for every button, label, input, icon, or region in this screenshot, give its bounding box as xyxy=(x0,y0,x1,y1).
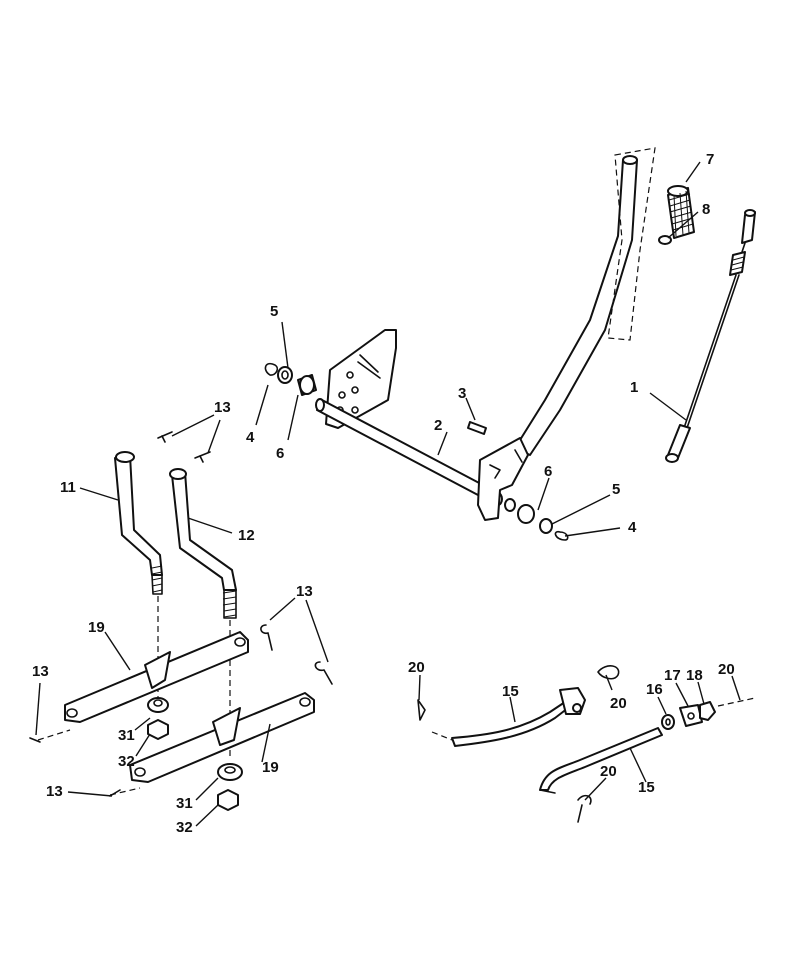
callout-31b: 31 xyxy=(176,795,193,812)
callout-20b: 20 xyxy=(610,695,627,712)
lift-arm-lower xyxy=(129,692,315,783)
callout-20c: 20 xyxy=(600,763,617,780)
clip-20-upper xyxy=(597,665,620,680)
cotter-20-left xyxy=(417,699,426,721)
callout-3: 3 xyxy=(458,385,466,402)
callout-5a: 5 xyxy=(270,303,278,320)
callout-32a: 32 xyxy=(118,753,135,770)
hairpin-clip-right xyxy=(554,530,569,541)
lift-arm-upper xyxy=(64,631,249,723)
lift-link-11 xyxy=(114,451,163,595)
washer-left xyxy=(277,366,293,384)
release-cable xyxy=(665,209,756,463)
callout-18: 18 xyxy=(686,667,703,684)
callout-11: 11 xyxy=(60,479,76,496)
rod-end-dash xyxy=(717,697,756,707)
callout-6a: 6 xyxy=(276,445,284,462)
callout-5b: 5 xyxy=(612,481,620,498)
clip-20-lower xyxy=(577,794,592,823)
callout-20d: 20 xyxy=(718,661,735,678)
callout-19b: 19 xyxy=(262,759,279,776)
trunnion-17 xyxy=(679,704,703,727)
callout-4b: 4 xyxy=(628,519,637,536)
hairpin-clips-arms xyxy=(260,624,333,685)
hairpin-clip-left xyxy=(264,362,278,376)
cotter-pins-upper xyxy=(157,431,211,463)
lift-shaft xyxy=(315,398,503,506)
nut-18 xyxy=(699,701,716,721)
bushing-left xyxy=(297,374,317,396)
callout-6b: 6 xyxy=(544,463,552,480)
callout-19a: 19 xyxy=(88,619,105,636)
callout-13c: 13 xyxy=(32,663,49,680)
callout-13b: 13 xyxy=(296,583,313,600)
handle-grip-outline xyxy=(607,147,656,341)
callout-labels: 1 2 3 4 4 5 5 6 6 7 8 11 12 13 13 13 13 … xyxy=(32,151,735,836)
callout-1: 1 xyxy=(630,379,638,396)
nut-lower xyxy=(217,789,239,811)
nut-upper xyxy=(147,719,169,740)
callout-7: 7 xyxy=(706,151,714,168)
callout-32b: 32 xyxy=(176,819,193,836)
callout-17: 17 xyxy=(664,667,681,684)
callout-8: 8 xyxy=(702,201,710,218)
lift-link-12 xyxy=(169,468,237,619)
collar-upper xyxy=(147,697,169,713)
callout-15b: 15 xyxy=(638,779,655,796)
washer-16 xyxy=(661,714,675,730)
callout-31a: 31 xyxy=(118,727,135,744)
callout-20a: 20 xyxy=(408,659,425,676)
cotter-pin-bottom xyxy=(109,789,121,797)
leader-lines xyxy=(35,161,741,827)
callout-12: 12 xyxy=(238,527,255,544)
callout-13d: 13 xyxy=(46,783,63,800)
collar-lower xyxy=(217,763,243,781)
spring xyxy=(667,185,695,239)
roll-pin xyxy=(467,421,487,435)
rod-upper xyxy=(431,687,586,747)
rod-lower xyxy=(539,727,663,794)
callout-4a: 4 xyxy=(246,429,255,446)
washer-right xyxy=(539,518,553,534)
callout-15a: 15 xyxy=(502,683,519,700)
bushing-right xyxy=(504,498,535,524)
callout-13a: 13 xyxy=(214,399,231,416)
callout-2: 2 xyxy=(434,417,442,434)
lift-handle xyxy=(477,155,638,521)
callout-16: 16 xyxy=(646,681,663,698)
cotter-pin-left xyxy=(29,737,41,743)
